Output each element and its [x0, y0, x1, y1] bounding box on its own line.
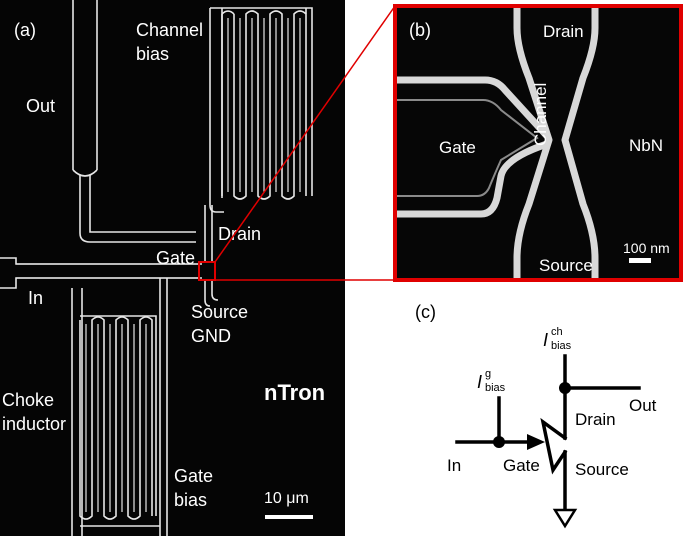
panel-c-circuit: (c) I ch bias I g bias Out Drain In Gate… — [393, 290, 685, 536]
label-channel-bias-1: Channel — [136, 20, 204, 40]
panel-b-sem-zoom: (b) Drain Gate Channel NbN Source 100 nm — [393, 4, 683, 282]
label-gate: Gate — [156, 248, 196, 268]
label-c-source: Source — [575, 460, 629, 479]
label-out: Out — [26, 96, 56, 116]
panel-b-label: (b) — [409, 20, 431, 40]
label-i-g-sup: g — [485, 368, 492, 380]
label-i-g: I — [477, 372, 483, 392]
label-choke-2: inductor — [2, 414, 67, 434]
label-choke-1: Choke — [2, 390, 55, 410]
label-b-nbn: NbN — [629, 136, 664, 155]
scale-bar-label-b: 100 nm — [623, 240, 670, 256]
scale-bar-a — [265, 515, 313, 519]
label-i-ch: I — [543, 330, 549, 350]
panel-a-label: (a) — [14, 20, 36, 40]
scale-bar-b — [629, 258, 651, 263]
label-channel-bias-2: bias — [136, 44, 170, 64]
label-in: In — [28, 288, 44, 308]
label-i-ch-sup: ch — [551, 326, 563, 338]
label-i-ch-sub: bias — [551, 340, 572, 352]
label-drain: Drain — [218, 224, 262, 244]
panel-c-label: (c) — [415, 302, 436, 322]
label-i-g-sub: bias — [485, 382, 506, 394]
label-c-gate: Gate — [503, 456, 540, 475]
label-ntron: nTron — [264, 380, 326, 405]
label-gate-bias-2: bias — [174, 490, 208, 510]
zoom-geometry — [397, 8, 651, 278]
scale-bar-label-a: 10 μm — [264, 490, 309, 507]
label-c-in: In — [447, 456, 462, 475]
label-b-drain: Drain — [543, 22, 584, 41]
label-source: Source — [191, 302, 249, 322]
circuit-schematic — [455, 354, 641, 529]
label-gate-bias-1: Gate — [174, 466, 214, 486]
label-b-channel: Channel — [531, 82, 550, 146]
panel-a-sem-image: (a) Channel bias Out Drain Gate In Sourc… — [0, 0, 345, 536]
label-c-out: Out — [629, 396, 657, 415]
label-b-gate: Gate — [439, 138, 476, 157]
label-c-drain: Drain — [575, 410, 616, 429]
zoom-box — [198, 261, 216, 281]
label-gnd: GND — [191, 326, 231, 346]
label-b-source: Source — [539, 256, 593, 275]
